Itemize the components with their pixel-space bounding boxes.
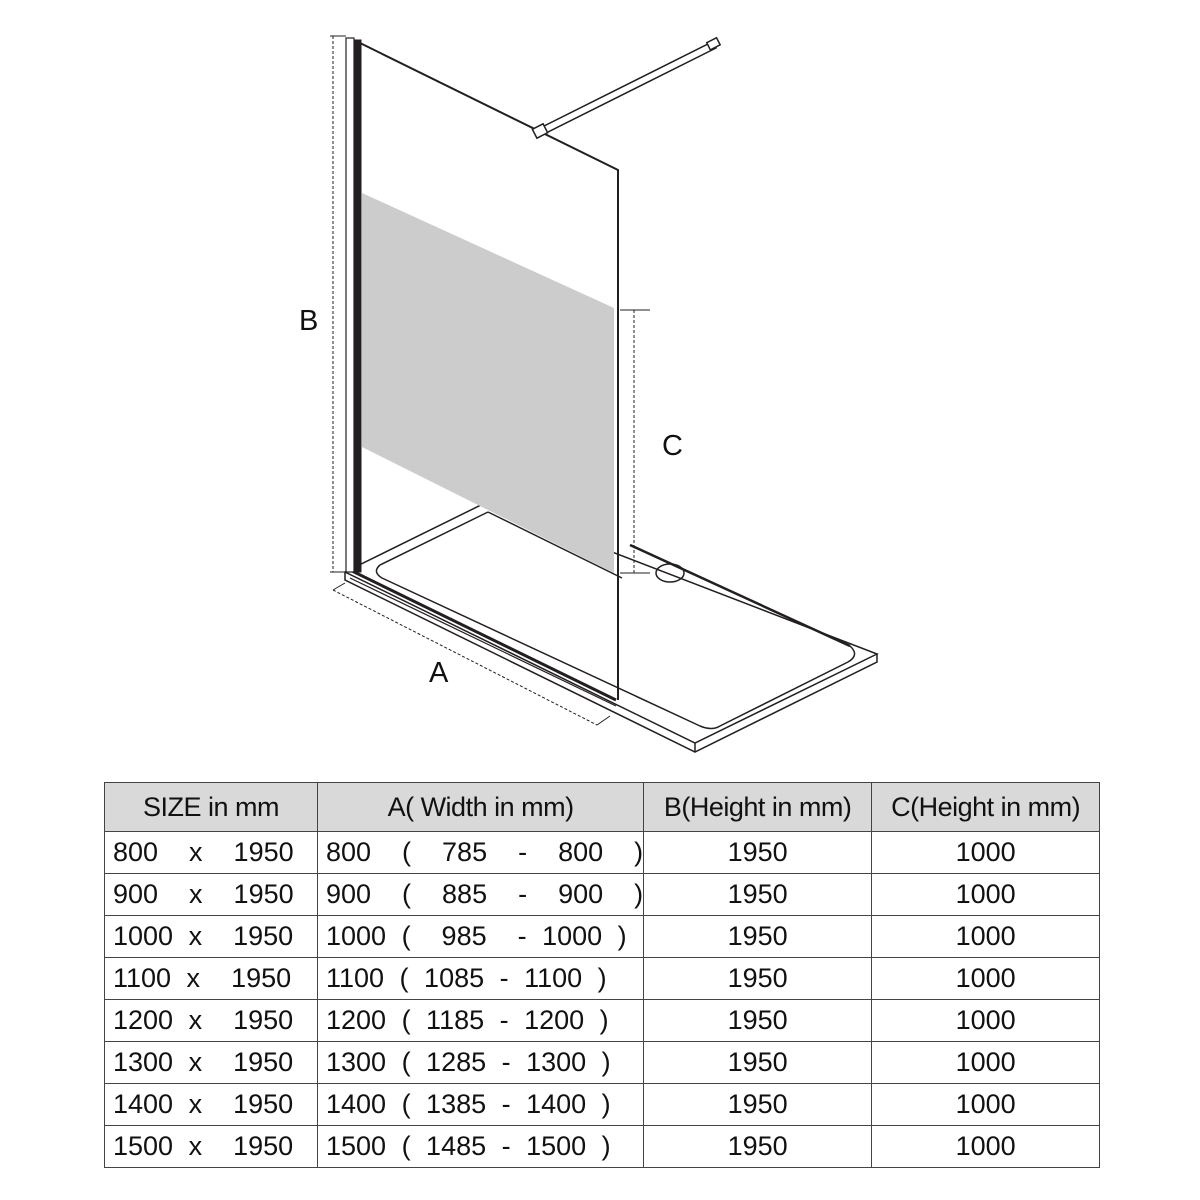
cell-height-c: 1000 [871, 1125, 1101, 1168]
cell-height-c: 1000 [871, 831, 1101, 874]
cell-width-a: 1100 ( 1085 - 1100 ) [316, 957, 645, 1000]
header-width-a: A( Width in mm) [316, 782, 645, 832]
dimension-lines [332, 36, 635, 726]
cell-size: 1300 x 1950 [104, 1041, 318, 1084]
cell-size: 800 x 1950 [104, 831, 318, 874]
cell-width-a: 1400 ( 1385 - 1400 ) [316, 1083, 645, 1126]
cell-width-a: 1000 ( 985 - 1000 ) [316, 915, 645, 958]
cell-height-c: 1000 [871, 915, 1101, 958]
cell-height-b: 1950 [643, 999, 873, 1042]
cell-size: 1100 x 1950 [104, 957, 318, 1000]
drain-icon [655, 563, 685, 583]
cell-size: 1000 x 1950 [104, 915, 318, 958]
cell-height-b: 1950 [643, 1083, 873, 1126]
cell-height-c: 1000 [871, 1083, 1101, 1126]
cell-height-b: 1950 [643, 915, 873, 958]
cell-width-a: 900 ( 885 - 900 ) [316, 873, 645, 916]
header-size: SIZE in mm [104, 782, 318, 832]
shower-screen-diagram: B C A [299, 35, 879, 753]
cell-height-c: 1000 [871, 999, 1101, 1042]
cell-height-c: 1000 [871, 873, 1101, 916]
cell-height-c: 1000 [871, 957, 1101, 1000]
dimension-label-b: B [299, 305, 318, 337]
cell-height-c: 1000 [871, 1041, 1101, 1084]
cell-height-b: 1950 [643, 957, 873, 1000]
cell-size: 1500 x 1950 [104, 1125, 318, 1168]
cell-height-b: 1950 [643, 1125, 873, 1168]
dimension-label-c: C [662, 430, 683, 462]
dimension-label-a: A [429, 657, 449, 689]
cell-width-a: 1500 ( 1485 - 1500 ) [316, 1125, 645, 1168]
cell-height-b: 1950 [643, 831, 873, 874]
cell-size: 1400 x 1950 [104, 1083, 318, 1126]
cell-width-a: 1300 ( 1285 - 1300 ) [316, 1041, 645, 1084]
header-height-c: C(Height in mm) [871, 782, 1101, 832]
frosted-band [362, 193, 614, 573]
cell-size: 1200 x 1950 [104, 999, 318, 1042]
shower-tray [343, 502, 879, 753]
glass-panel [349, 41, 619, 707]
header-height-b: B(Height in mm) [643, 782, 873, 832]
size-table: SIZE in mm A( Width in mm) B(Height in m… [104, 782, 1101, 1168]
cell-height-b: 1950 [643, 873, 873, 916]
cell-width-a: 1200 ( 1185 - 1200 ) [316, 999, 645, 1042]
cell-size: 900 x 1950 [104, 873, 318, 916]
support-bar [531, 36, 722, 140]
cell-width-a: 800 ( 785 - 800 ) [316, 831, 645, 874]
cell-height-b: 1950 [643, 1041, 873, 1084]
wall-profile [345, 37, 362, 573]
table-header-row: SIZE in mm A( Width in mm) B(Height in m… [104, 782, 1101, 832]
